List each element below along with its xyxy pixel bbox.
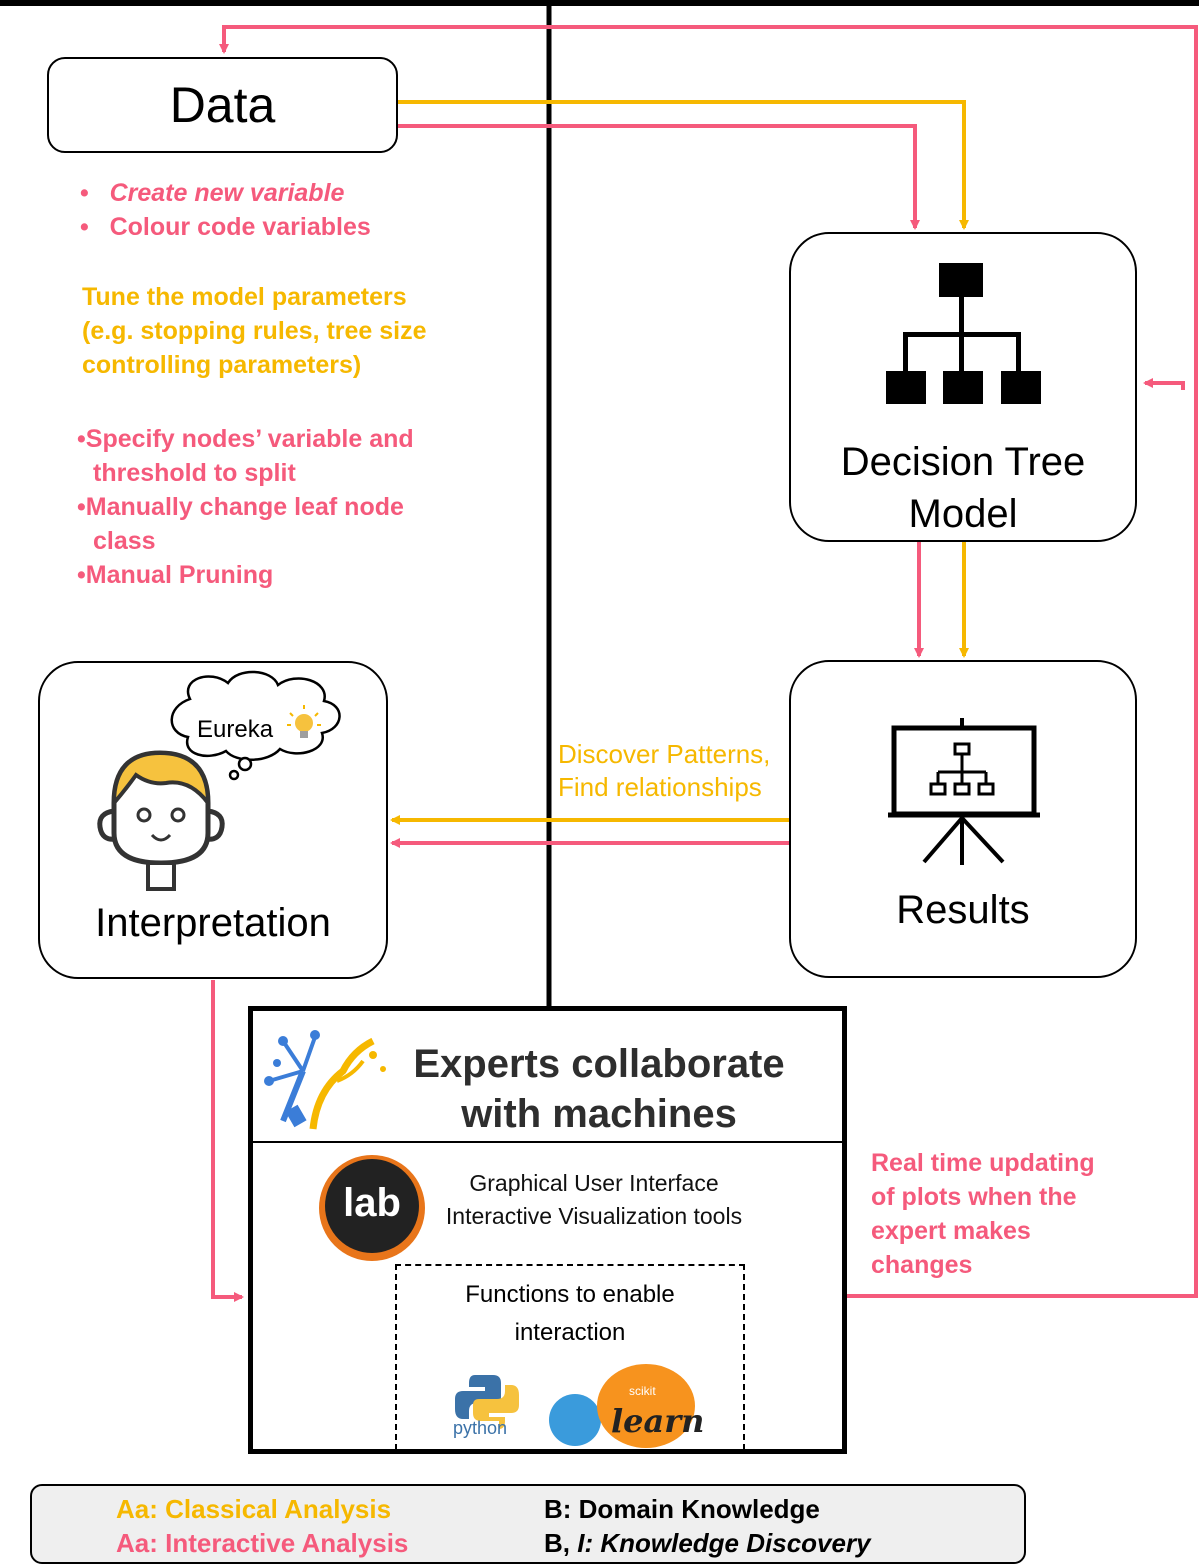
- expert-person-icon: [97, 670, 341, 891]
- results-label: Results: [896, 888, 1030, 932]
- functions-label: Functions to enable interaction: [465, 1281, 675, 1346]
- arrow-interp-to-experts: [211, 980, 244, 1302]
- legend-classical: Aa: Classical Analysis: [116, 1494, 392, 1524]
- presentation-board-icon: [888, 718, 1040, 865]
- legend-box: Aa: Classical Analysis Aa: Interactive A…: [30, 1484, 1026, 1564]
- interpretation-node[interactable]: Eureka Interpretation: [38, 661, 388, 979]
- note-create-variable: • Create new variable: [80, 179, 345, 207]
- decision-tree-label: Decision Tree Model: [840, 440, 1086, 536]
- tree-robot-logo-icon: [264, 1030, 386, 1130]
- python-label: python: [452, 1418, 508, 1438]
- interpretation-label: Interpretation: [95, 901, 331, 945]
- legend-interactive: Aa: Interactive Analysis: [116, 1528, 409, 1558]
- note-tune-parameters: Tune the model parameters (e.g. stopping…: [82, 283, 427, 379]
- jupyterlab-logo: lab: [319, 1155, 425, 1261]
- scikit-learn-logo: scikit learn: [549, 1364, 709, 1452]
- note-real-time-updating: Real time updating of plots when the exp…: [871, 1149, 1095, 1279]
- arrow-data-to-tree-yellow: [398, 100, 969, 230]
- decision-tree-icon: [886, 263, 1041, 404]
- note-discover-patterns: Discover Patterns, Find relationships: [558, 738, 771, 804]
- experts-divider: [253, 1141, 842, 1143]
- python-logo-icon: [455, 1375, 519, 1429]
- note-colour-code: • Colour code variables: [80, 213, 371, 241]
- data-node-label: Data: [169, 77, 276, 133]
- functions-box: Functions to enable interaction python s…: [395, 1264, 745, 1450]
- experts-box[interactable]: Experts collaborate with machines lab Gr…: [248, 1006, 847, 1454]
- results-node[interactable]: Results: [789, 660, 1137, 978]
- arrow-data-to-tree-pink: [398, 124, 920, 230]
- gui-description: Graphical User Interface Interactive Vis…: [445, 1170, 743, 1229]
- legend-knowledge-discovery: B, I: Knowledge Discovery: [544, 1528, 871, 1558]
- decision-tree-node[interactable]: Decision Tree Model: [789, 232, 1137, 542]
- legend-domain-knowledge: B: Domain Knowledge: [544, 1494, 820, 1524]
- data-node[interactable]: Data: [47, 57, 398, 153]
- feedback-arrow-to-tree: [1143, 378, 1185, 390]
- note-interactive-actions: •Specify nodes’ variable and threshold t…: [77, 425, 414, 589]
- experts-title: Experts collaborate with machines: [413, 1042, 785, 1136]
- feedback-arrow-to-data: [219, 25, 1198, 1298]
- eureka-label: Eureka: [197, 716, 274, 743]
